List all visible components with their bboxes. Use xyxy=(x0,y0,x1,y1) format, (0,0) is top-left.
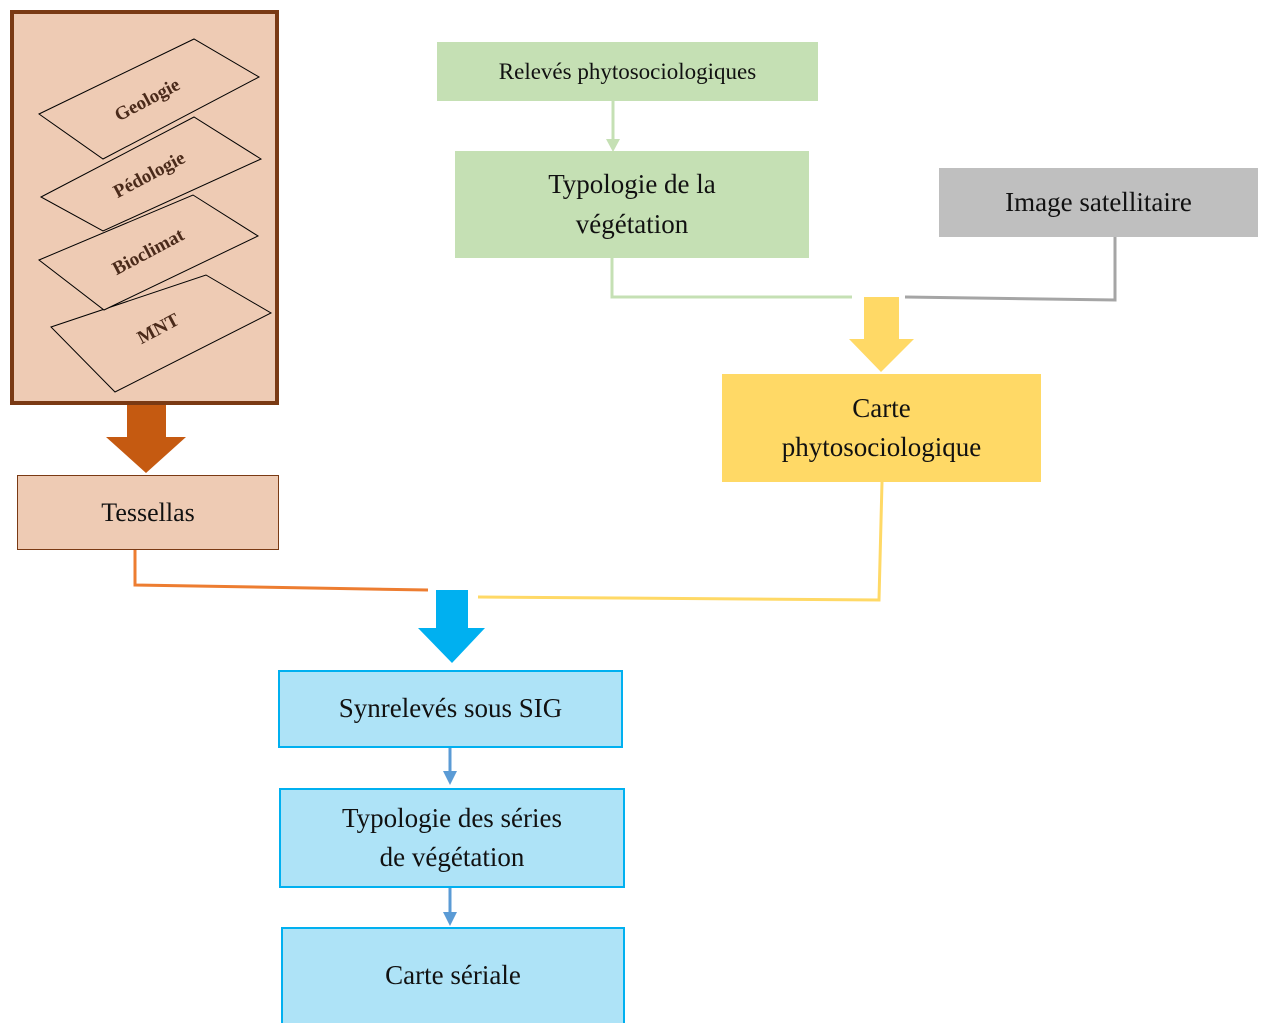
releves-box: Relevés phytosociologiques xyxy=(437,42,818,101)
typologie-vegetation-box: Typologie de la végétation xyxy=(455,151,809,258)
releves-label: Relevés phytosociologiques xyxy=(498,58,757,84)
layers-to-tessellas-arrow xyxy=(106,403,186,473)
synreleves-label: Synrelevés sous SIG xyxy=(338,693,563,724)
carte-seriale-label: Carte sériale xyxy=(385,960,521,991)
typologie-series-box: Typologie des séries de végétation xyxy=(279,788,625,888)
layer-bioclimat: Bioclimat xyxy=(38,194,260,311)
image-to-merge-line xyxy=(904,237,1117,302)
carte-phyto-label: Carte phytosociologique xyxy=(781,392,982,462)
image-satellitaire-label: Image satellitaire xyxy=(1005,186,1192,217)
carte-seriale-box: Carte sériale xyxy=(281,927,625,1023)
series-to-carte-seriale-arrowhead xyxy=(443,912,457,926)
carte-phyto-box: Carte phytosociologique xyxy=(722,374,1041,482)
synreleves-box: Synrelevés sous SIG xyxy=(278,670,623,748)
synreleves-to-series-arrowhead xyxy=(443,771,457,785)
layer-geologie: Geologie xyxy=(38,38,261,160)
typologie-vegetation-label: Typologie de la végétation xyxy=(548,169,716,239)
image-satellitaire-box: Image satellitaire xyxy=(939,168,1258,237)
tessellas-box: Tessellas xyxy=(17,475,279,550)
merge-to-synreleves-arrow xyxy=(418,590,485,663)
layers-panel: MNT Bioclimat Pédologie Geologie xyxy=(10,10,279,405)
layers-stack: MNT Bioclimat Pédologie Geologie xyxy=(38,38,273,393)
typologie-to-merge-line xyxy=(610,258,852,299)
carte-phyto-to-merge-line xyxy=(477,481,884,602)
tessellas-label: Tessellas xyxy=(101,497,195,527)
layer-mnt: MNT xyxy=(50,274,273,393)
releves-to-typologie-arrowhead xyxy=(606,139,620,152)
typologie-series-label: Typologie des séries de végétation xyxy=(341,802,563,872)
layer-pedologie: Pédologie xyxy=(39,116,263,232)
merge-to-carte-phyto-arrow xyxy=(849,297,914,372)
tessellas-to-merge-line xyxy=(133,550,429,592)
